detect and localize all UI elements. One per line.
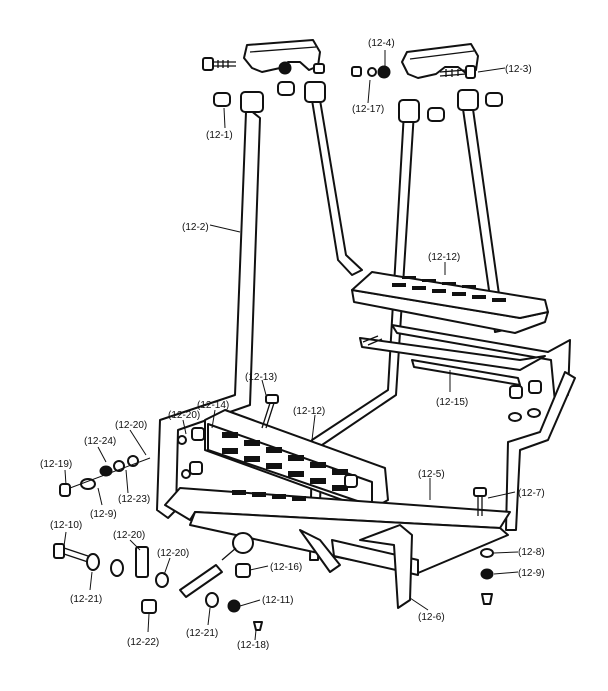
- label-12-20-d: (12-20): [157, 548, 189, 559]
- label-12-5: (12-5): [418, 469, 445, 480]
- left-bushing: [213, 92, 231, 107]
- left-hardware-lower: [53, 543, 169, 614]
- label-12-8: (12-8): [518, 547, 545, 558]
- rear-spacer-2: [509, 385, 523, 399]
- base-nut-stack: [480, 548, 494, 605]
- rear-leg: [505, 371, 576, 531]
- label-12-21-left: (12-21): [70, 594, 102, 605]
- right-hanger-bracket: [401, 43, 479, 79]
- front-spacer-bottom: [189, 461, 203, 475]
- label-12-20-b: (12-20): [115, 420, 147, 431]
- top-right-washer: [367, 67, 377, 77]
- label-12-17: (12-17): [352, 104, 384, 115]
- label-12-2: (12-2): [182, 222, 209, 233]
- label-12-14: (12-14): [197, 400, 229, 411]
- top-left-locknut: [278, 61, 292, 75]
- base-bolt: [473, 487, 487, 516]
- label-12-10: (12-10): [50, 520, 82, 531]
- left-tube-top: [240, 91, 264, 113]
- right-hanger-tube: [309, 101, 505, 561]
- label-12-18: (12-18): [237, 640, 269, 651]
- rear-washer: [527, 408, 541, 418]
- label-12-4: (12-4): [368, 38, 395, 49]
- seat-base: [164, 487, 511, 576]
- top-left-cap: [313, 63, 325, 74]
- right-back-tube-top: [457, 89, 479, 111]
- front-spacer-top: [191, 427, 205, 441]
- label-12-6: (12-6): [418, 612, 445, 623]
- front-leg: [299, 524, 413, 609]
- left-hardware-upper: [59, 455, 151, 497]
- label-12-11: (12-11): [262, 595, 294, 606]
- label-12-13: (12-13): [245, 372, 277, 383]
- left-back-tube-top: [304, 81, 326, 103]
- label-12-7: (12-7): [518, 488, 545, 499]
- seat-front-panel: [204, 409, 389, 511]
- back-frame: [359, 324, 571, 403]
- seat-bolt: [261, 394, 279, 429]
- top-right-locknut: [377, 65, 391, 79]
- label-12-19: (12-19): [40, 459, 72, 470]
- label-12-16: (12-16): [270, 562, 302, 573]
- top-right-cap: [351, 66, 362, 77]
- top-right-bolt: [439, 65, 476, 79]
- front-washer-2: [181, 469, 191, 479]
- right-back-bushing: [485, 92, 503, 107]
- right-tube-top: [398, 99, 420, 123]
- rear-washer-2: [508, 412, 522, 422]
- label-12-1: (12-1): [206, 130, 233, 141]
- label-12-12-top: (12-12): [428, 252, 460, 263]
- front-washer: [177, 435, 187, 445]
- label-12-20-c: (12-20): [113, 530, 145, 541]
- label-12-24: (12-24): [84, 436, 116, 447]
- label-12-22: (12-22): [127, 637, 159, 648]
- top-left-bolt: [202, 57, 236, 71]
- front-spacer-right: [344, 474, 358, 488]
- left-hanger-bracket: [243, 39, 321, 73]
- label-12-3: (12-3): [505, 64, 532, 75]
- seat-back-panel: [351, 271, 549, 334]
- rear-spacer: [528, 380, 542, 394]
- right-bushing: [427, 107, 445, 122]
- label-12-12-front: (12-12): [293, 406, 325, 417]
- label-12-9-right: (12-9): [518, 568, 545, 579]
- leader-lines: [63, 50, 519, 641]
- left-back-bushing: [277, 81, 295, 96]
- label-12-9-left: (12-9): [90, 509, 117, 520]
- label-12-20-a: (12-20): [168, 410, 200, 421]
- linkage-shaft: [179, 532, 263, 631]
- label-12-21-right: (12-21): [186, 628, 218, 639]
- label-12-15: (12-15): [436, 397, 468, 408]
- label-12-23: (12-23): [118, 494, 150, 505]
